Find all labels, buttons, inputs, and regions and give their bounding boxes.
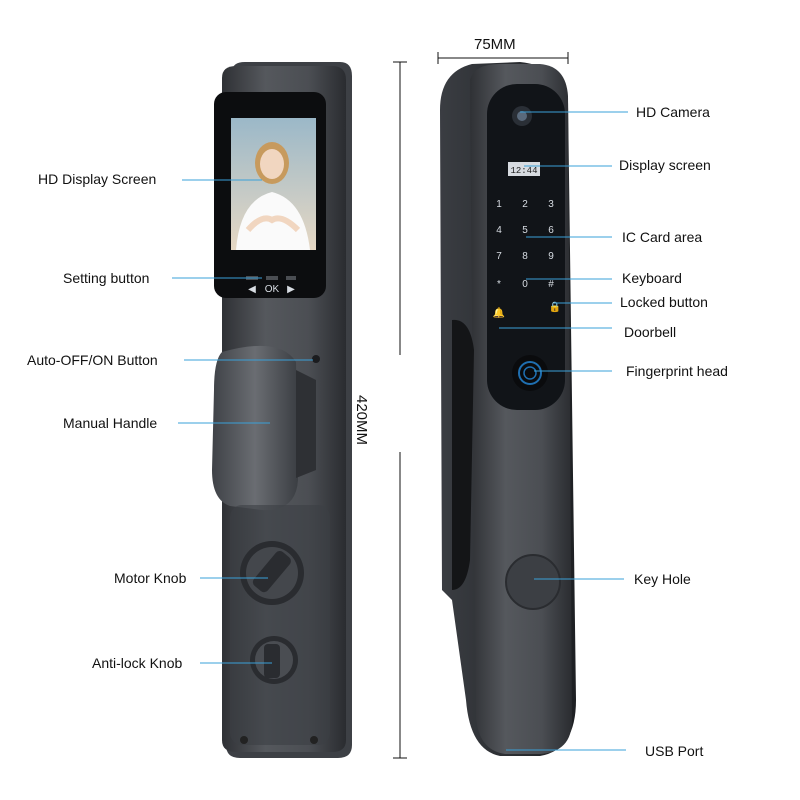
label-keyboard: Keyboard [622,270,682,286]
keypad-key: 6 [548,225,554,236]
keypad: 1 2 3 4 5 6 7 8 9 * 0 # [496,199,554,290]
keypad-key: 8 [522,251,528,262]
width-dimension-label: 75MM [474,36,516,53]
keypad-key: 7 [496,251,502,262]
label-auto-off-on-button: Auto-OFF/ON Button [27,352,158,368]
setting-button-right [286,276,296,280]
keypad-key: 1 [496,199,502,210]
svg-text:🔒: 🔒 [549,301,561,313]
manual-handle [212,345,298,511]
label-setting-button: Setting button [63,270,150,286]
screen-time: 12:44 [510,166,537,176]
auto-off-on-button [312,355,320,363]
leader-lines [172,111,628,751]
svg-text:▶: ▶ [287,284,295,295]
setting-button-mid [266,276,278,280]
label-anti-lock-knob: Anti-lock Knob [92,655,183,671]
label-manual-handle: Manual Handle [63,415,158,431]
keypad-key: 5 [522,225,528,236]
fingerprint-head [512,355,548,391]
svg-text:◀: ◀ [248,284,256,295]
svg-text:OK: OK [265,284,280,295]
keypad-key: # [548,279,554,290]
label-ic-card-area: IC Card area [622,229,703,245]
key-hole [505,554,561,610]
label-hd-camera: HD Camera [636,104,710,120]
keypad-key: 3 [548,199,554,210]
label-locked-button: Locked button [620,294,708,310]
keypad-key: 2 [522,199,528,210]
keypad-key: 4 [496,225,502,236]
left-lock-front: ◀ OK ▶ [212,62,352,758]
height-dimension-label: 420MM [353,395,370,446]
svg-text:🔔: 🔔 [493,307,505,319]
keypad-key: 9 [548,251,554,262]
label-display-screen: Display screen [619,157,711,173]
dimension-lines [393,52,569,759]
label-motor-knob: Motor Knob [114,570,187,586]
label-doorbell: Doorbell [624,324,677,340]
label-fingerprint-head: Fingerprint head [626,363,728,379]
label-key-hole: Key Hole [634,571,691,587]
keypad-key: * [497,279,501,290]
label-usb-port: USB Port [645,743,704,759]
label-hd-display-screen: HD Display Screen [38,171,157,187]
keypad-key: 0 [522,279,528,290]
